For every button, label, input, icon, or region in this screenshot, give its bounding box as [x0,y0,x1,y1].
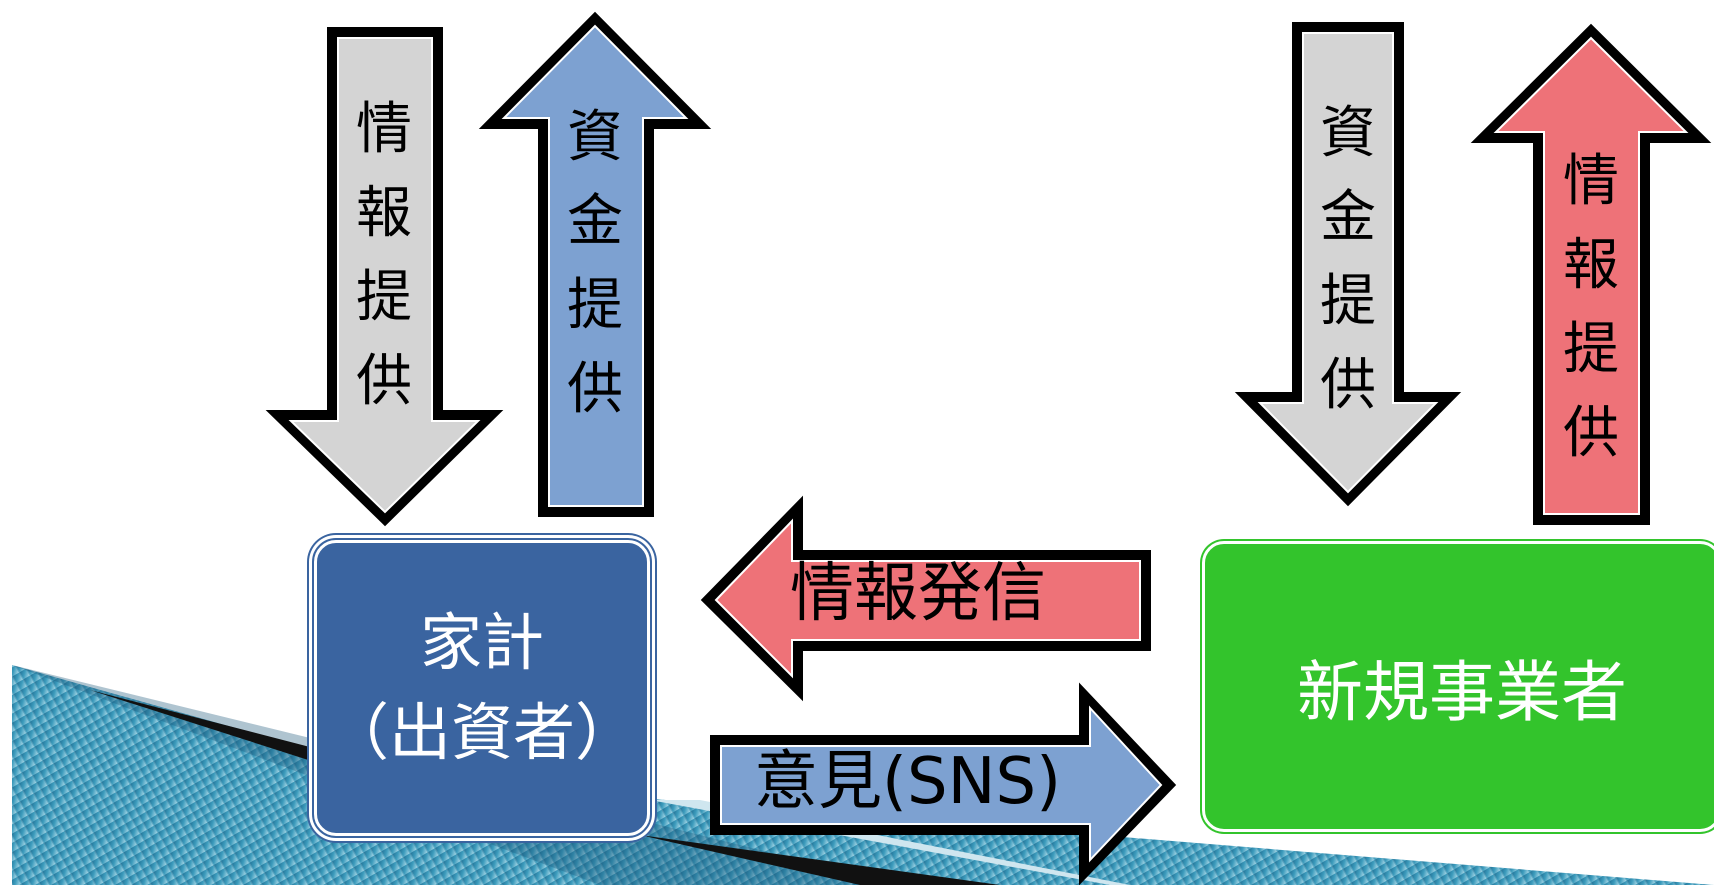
vertical-char: 供 [1320,353,1376,418]
vertical-char: 金 [1320,185,1376,250]
label-opinion-sns: 意見(SNS) [754,745,1062,819]
arrow-opinion-sns-right [710,682,1177,885]
arrow-entrepreneur-info-up [1470,23,1712,525]
vertical-char: 供 [356,349,412,414]
vertical-char: 報 [1563,233,1619,298]
vertical-char: 提 [1563,317,1619,382]
label-entrepreneur-funds-down: 資金提供 [1318,92,1378,428]
household-subtitle: （出資者） [326,696,637,769]
entrepreneur-title: 新規事業者 [1297,653,1627,731]
vertical-char: 提 [1320,269,1376,334]
arrow-info-broadcast-left [700,495,1151,702]
label-info-broadcast: 情報発信 [790,557,1046,631]
vertical-char: 情 [1563,149,1619,214]
arrow-entrepreneur-funds-down [1234,22,1462,507]
vertical-char: 提 [356,265,412,330]
label-household-funds-up: 資金提供 [565,96,625,432]
vertical-char: 提 [567,273,623,338]
label-entrepreneur-info-up: 情報提供 [1561,140,1621,476]
vertical-char: 金 [567,189,623,254]
vertical-char: 情 [356,97,412,162]
vertical-char: 供 [1563,401,1619,466]
label-household-info-down: 情報提供 [354,88,414,424]
household-box: 家計 （出資者） [312,538,652,838]
household-title: 家計 [419,606,544,680]
entrepreneur-box: 新規事業者 [1202,541,1714,832]
vertical-char: 資 [567,105,623,170]
arrow-household-info-down [265,27,504,527]
vertical-char: 報 [356,181,412,246]
vertical-char: 供 [567,357,623,422]
vertical-char: 資 [1320,101,1376,166]
arrow-household-funds-up [478,11,712,517]
